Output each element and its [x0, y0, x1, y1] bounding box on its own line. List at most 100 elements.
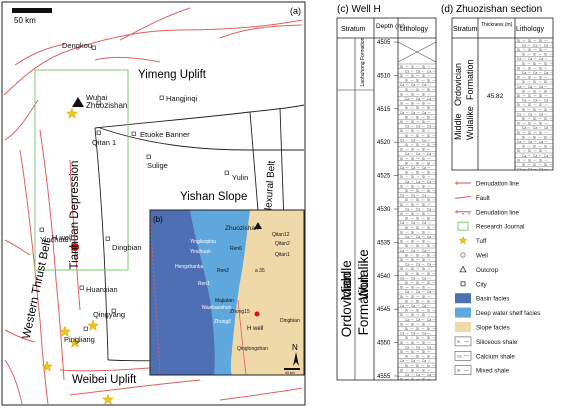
litho-symbol: Si	[533, 62, 536, 66]
litho-symbol: Si	[522, 163, 525, 167]
legend-label: Fault	[476, 195, 490, 202]
litho-symbol: Si	[422, 129, 425, 133]
litho-symbol: Si	[539, 131, 542, 135]
litho-symbol: Si	[533, 145, 536, 149]
litho-symbol: Ca	[400, 138, 404, 142]
legend-symbol-denudation	[455, 181, 471, 185]
litho-symbol: Ca	[422, 83, 426, 87]
litho-symbol: Si	[411, 74, 414, 78]
litho-symbol: Ca	[544, 43, 548, 47]
litho-symbol: Si	[405, 327, 408, 331]
litho-symbol: Si	[416, 143, 419, 147]
litho-symbol: Si	[411, 92, 414, 96]
litho-symbol: Si	[544, 145, 547, 149]
label-tianhuan-depression: Tianhuan Depression	[69, 161, 81, 270]
litho-symbol: Si	[544, 163, 547, 167]
litho-symbol: Si	[427, 272, 430, 276]
litho-symbol: Ca	[405, 125, 409, 129]
litho-symbol: Si	[416, 281, 419, 285]
litho-symbol: Si	[422, 267, 425, 271]
litho-symbol: Si	[528, 103, 531, 107]
litho-symbol: Ca	[539, 112, 543, 116]
litho-symbol: Ca	[544, 126, 548, 130]
litho-symbol: Ca	[416, 318, 420, 322]
label-hwell: H well	[52, 233, 73, 242]
well-h-title: (c) Well H	[337, 4, 381, 15]
litho-symbol: Ca	[427, 207, 431, 211]
litho-symbol: Si	[405, 336, 408, 340]
litho-symbol: Ca	[416, 235, 420, 239]
litho-symbol: Si	[400, 102, 403, 106]
litho-symbol: Ca	[539, 85, 543, 89]
litho-symbol: Si	[533, 80, 536, 84]
litho-symbol: Ca	[405, 318, 409, 322]
label-sulige: Sulige	[147, 161, 168, 170]
litho-symbol: Ca	[400, 304, 404, 308]
litho-symbol: Si	[528, 76, 531, 80]
litho-symbol: Ca	[416, 290, 420, 294]
litho-symbol: Si	[405, 115, 408, 119]
litho-symbol: Si	[416, 79, 419, 83]
litho-symbol: Si	[533, 135, 536, 139]
litho-symbol: Ca	[427, 97, 431, 101]
litho-symbol: Si	[427, 189, 430, 193]
label-huanxian: Huanxian	[86, 285, 118, 294]
zhuozishan-column: Stratum Thickness (m) Lithology Middle O…	[451, 17, 554, 172]
litho-symbol: Ca	[427, 180, 431, 184]
litho-symbol: Ca	[405, 180, 409, 184]
litho-symbol: Si	[400, 203, 403, 207]
litho-symbol: Ca	[400, 111, 404, 115]
depth-tick-label: 4505	[377, 40, 391, 46]
b-label-qitan12: Qitan12	[272, 232, 290, 238]
legend-label: Basin facies	[476, 296, 509, 303]
litho-symbol: Si	[405, 134, 408, 138]
litho-symbol: Si	[416, 309, 419, 313]
litho-symbol: Si	[522, 108, 525, 112]
litho-symbol: Si	[533, 163, 536, 167]
litho-symbol: Ca	[427, 125, 431, 129]
litho-symbol: Si	[422, 74, 425, 78]
litho-symbol: Si	[416, 171, 419, 175]
litho-symbol: Si	[422, 203, 425, 207]
litho-symbol: Si	[517, 103, 520, 107]
zhuozishan-middle: Middle	[453, 113, 463, 140]
litho-symbol: Ca	[416, 373, 420, 377]
north-label: N	[292, 343, 298, 352]
litho-symbol: Si	[427, 364, 430, 368]
litho-symbol: Si	[422, 212, 425, 216]
fault-lines	[3, 7, 303, 405]
litho-symbol: Si	[411, 267, 414, 271]
litho-symbol: Si	[517, 76, 520, 80]
litho-symbol: Si	[544, 108, 547, 112]
litho-symbol: Si	[400, 230, 403, 234]
litho-symbol: Ca	[517, 168, 521, 172]
litho-symbol: Ca	[539, 140, 543, 144]
legend-label: Calcium shale	[476, 353, 515, 360]
litho-symbol: Ca	[517, 85, 521, 89]
litho-symbol: Si	[427, 88, 430, 92]
litho-symbol: Si	[422, 322, 425, 326]
litho-symbol: Ca	[522, 99, 526, 103]
legend-label: Mixed shale	[476, 368, 510, 375]
litho-symbol: Si	[400, 322, 403, 326]
label-qingyang: Qingyang	[93, 310, 125, 319]
zhuozishan-ordovician: Ordovician	[453, 63, 463, 106]
b-label-zhong15: Zhong15	[230, 309, 250, 315]
legend-symbol-triangle	[459, 265, 467, 273]
litho-symbol: Si	[522, 117, 525, 121]
svg-text:Si: Si	[457, 369, 460, 373]
litho-symbol: Si	[422, 313, 425, 317]
litho-symbol: Si	[422, 286, 425, 290]
legend-symbol-square	[460, 281, 466, 287]
inset-b: (b) Zhuozishan Qitan12 Qitan2 Qitan1 Yin…	[149, 209, 305, 376]
litho-symbol: Si	[427, 309, 430, 313]
litho-symbol: Si	[405, 355, 408, 359]
litho-symbol: Si	[400, 148, 403, 152]
litho-symbol: Si	[539, 39, 542, 43]
litho-symbol: Si	[411, 157, 414, 161]
legend-symbol-fill	[455, 322, 471, 332]
legend-label: Tuff	[476, 238, 487, 245]
litho-symbol: Si	[400, 378, 403, 382]
b-label-hwell: H well	[247, 326, 263, 332]
svg-text:Si: Si	[457, 340, 460, 344]
